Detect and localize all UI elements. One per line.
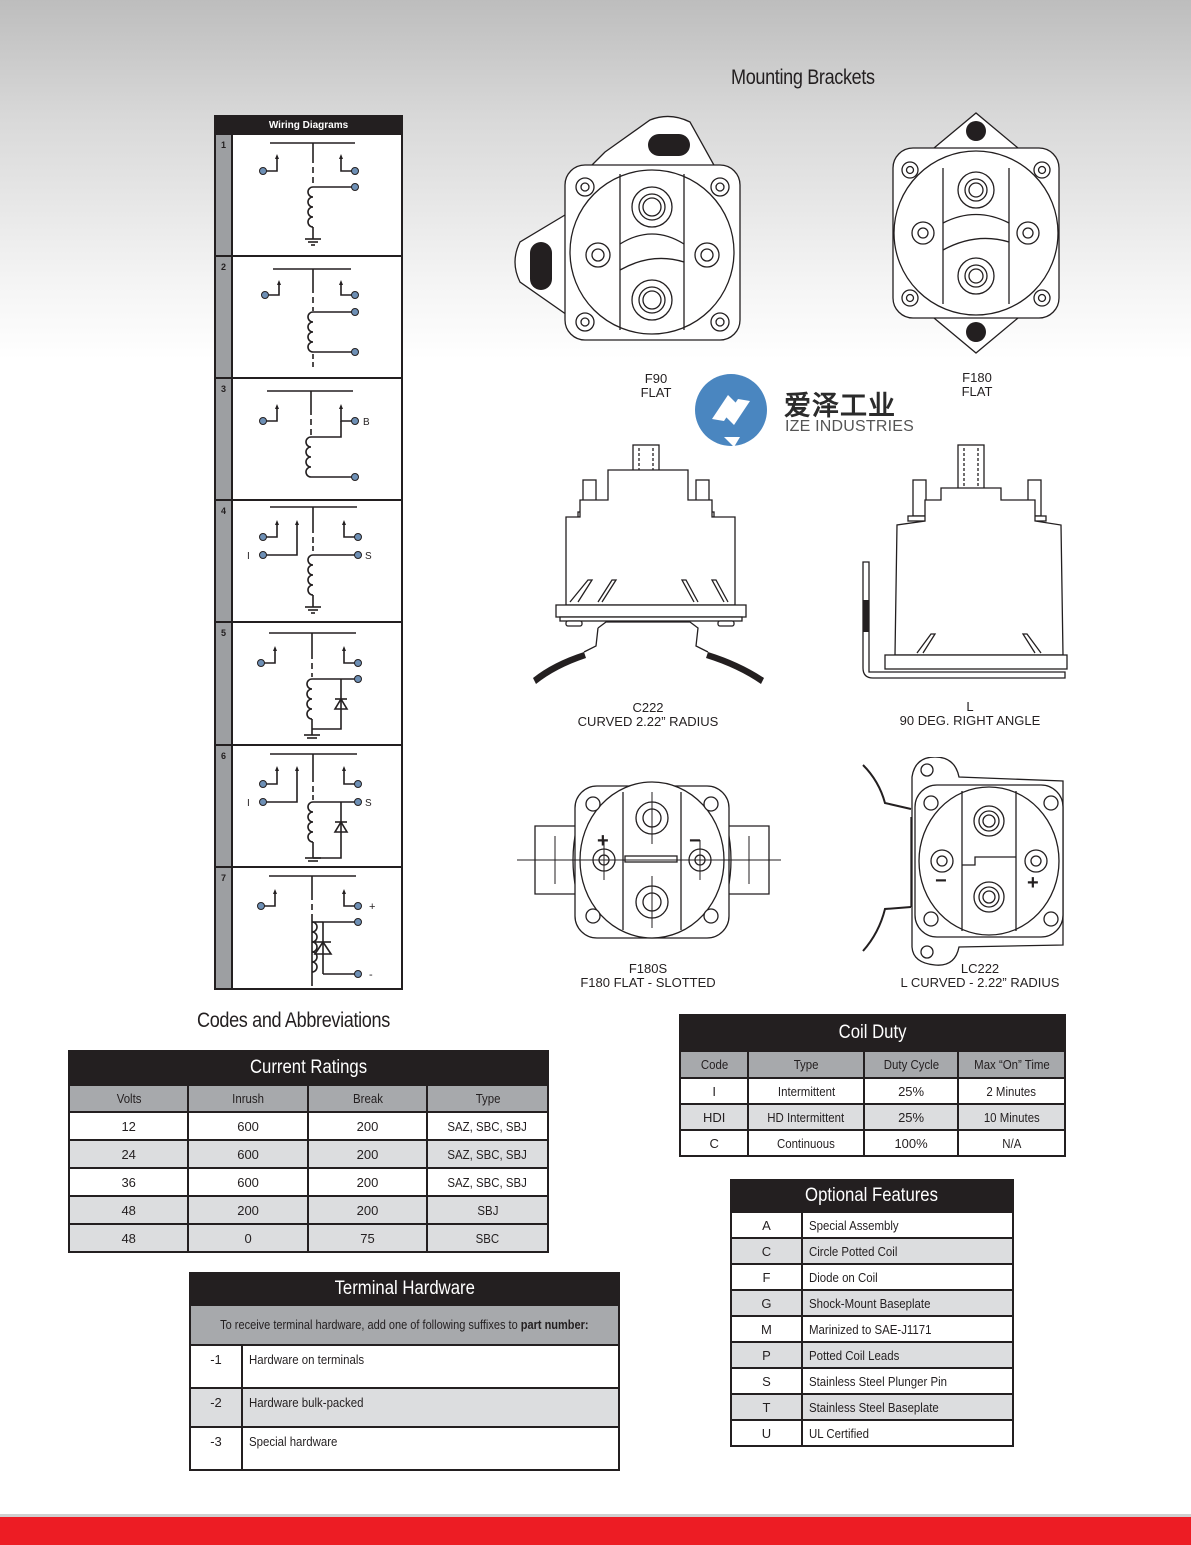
footer-red-bar [0, 1517, 1191, 1545]
column-header: Volts [67, 1084, 190, 1113]
svg-text:-: - [369, 969, 373, 981]
wiring-diagram-3: 3 B [216, 379, 401, 501]
svg-text:−: − [689, 830, 701, 852]
c222-caption: C222 CURVED 2.22” RADIUS [577, 700, 719, 729]
f90-bracket-drawing [514, 115, 741, 341]
coil-duty-table: Coil Duty Code Type Duty Cycle Max “On” … [678, 1014, 1066, 1157]
optional-features-title: Optional Features [730, 1179, 1014, 1213]
mounting-brackets-title: Mounting Brackets [731, 66, 875, 89]
current-ratings-title: Current Ratings [68, 1050, 549, 1086]
svg-text:+: + [369, 901, 375, 913]
wiring-diagram-4: 4 I S [216, 501, 401, 623]
svg-text:S: S [365, 551, 372, 562]
svg-text:I: I [247, 798, 250, 809]
c222-bracket-drawing [533, 444, 764, 684]
svg-text:B: B [363, 417, 370, 428]
schematic-icon: + - [257, 875, 375, 986]
l-bracket-drawing [862, 444, 1068, 679]
f180s-caption: F180S F180 FLAT - SLOTTED [580, 961, 716, 990]
terminal-hardware-title: Terminal Hardware [189, 1272, 620, 1306]
svg-text:I: I [247, 551, 250, 562]
svg-text:−: − [935, 870, 947, 892]
f180-bracket-drawing [892, 112, 1060, 354]
f180-caption: F180 FLAT [961, 370, 993, 399]
svg-text:S: S [365, 798, 372, 809]
table-row: -3 Special hardware [188, 1426, 620, 1471]
lc222-bracket-drawing: − + [862, 757, 1064, 966]
svg-text:+: + [597, 830, 609, 852]
terminal-hardware-table: Terminal Hardware To receive terminal ha… [188, 1272, 620, 1471]
diagram-number: 7 [221, 873, 227, 883]
wiring-diagrams-title: Wiring Diagrams [216, 117, 401, 135]
watermark-chinese: 爱泽工业 [784, 391, 896, 421]
wiring-diagram-7: 7 + - [216, 868, 401, 990]
column-header: Duty Cycle [862, 1050, 960, 1079]
column-header: Code [678, 1050, 750, 1079]
schematic-icon [257, 632, 362, 739]
wiring-number-rail [216, 135, 233, 988]
wiring-diagram-1: 1 [216, 135, 401, 257]
diagram-number: 5 [221, 628, 227, 638]
schematic-icon [259, 142, 359, 246]
schematic-icon: I S [247, 506, 372, 614]
f90-caption: F90 FLAT [640, 371, 672, 400]
diagram-number: 6 [221, 751, 227, 761]
l-caption: L 90 DEG. RIGHT ANGLE [899, 699, 1041, 728]
diagram-number: 3 [221, 384, 227, 394]
table-row: -2 Hardware bulk-packed [188, 1387, 620, 1428]
column-header: Type [426, 1084, 549, 1113]
ize-logo-icon [695, 374, 767, 447]
table-row: -1 Hardware on terminals [188, 1344, 620, 1389]
lc222-caption: LC222 L CURVED - 2.22” RADIUS [900, 961, 1060, 990]
svg-text:+: + [1027, 872, 1039, 894]
codes-abbreviations-title: Codes and Abbreviations [197, 1009, 390, 1032]
column-header: Type [747, 1050, 865, 1079]
current-ratings-table: Current Ratings Volts Inrush Break Type … [67, 1050, 549, 1253]
watermark-english: IZE INDUSTRIES [785, 418, 915, 435]
wiring-diagram-2: 2 [216, 257, 401, 379]
column-header: Break [306, 1084, 429, 1113]
wiring-diagram-5: 5 [216, 623, 401, 746]
diagram-number: 4 [221, 506, 227, 516]
column-header: Max “On” Time [957, 1050, 1066, 1079]
schematic-icon: B [259, 390, 370, 481]
schematic-icon: I S [247, 753, 372, 862]
terminal-hardware-note: To receive terminal hardware, add one of… [189, 1304, 620, 1346]
wiring-diagrams-panel: Wiring Diagrams 1 [214, 115, 403, 990]
footer-divider [0, 1514, 1191, 1517]
diagram-number: 1 [221, 140, 227, 150]
diagram-number: 2 [221, 262, 227, 272]
column-header: Inrush [187, 1084, 309, 1113]
wiring-diagram-6: 6 I [216, 746, 401, 868]
f180s-bracket-drawing: + − [517, 781, 781, 939]
coil-duty-title: Coil Duty [679, 1014, 1066, 1052]
schematic-icon [261, 268, 359, 367]
